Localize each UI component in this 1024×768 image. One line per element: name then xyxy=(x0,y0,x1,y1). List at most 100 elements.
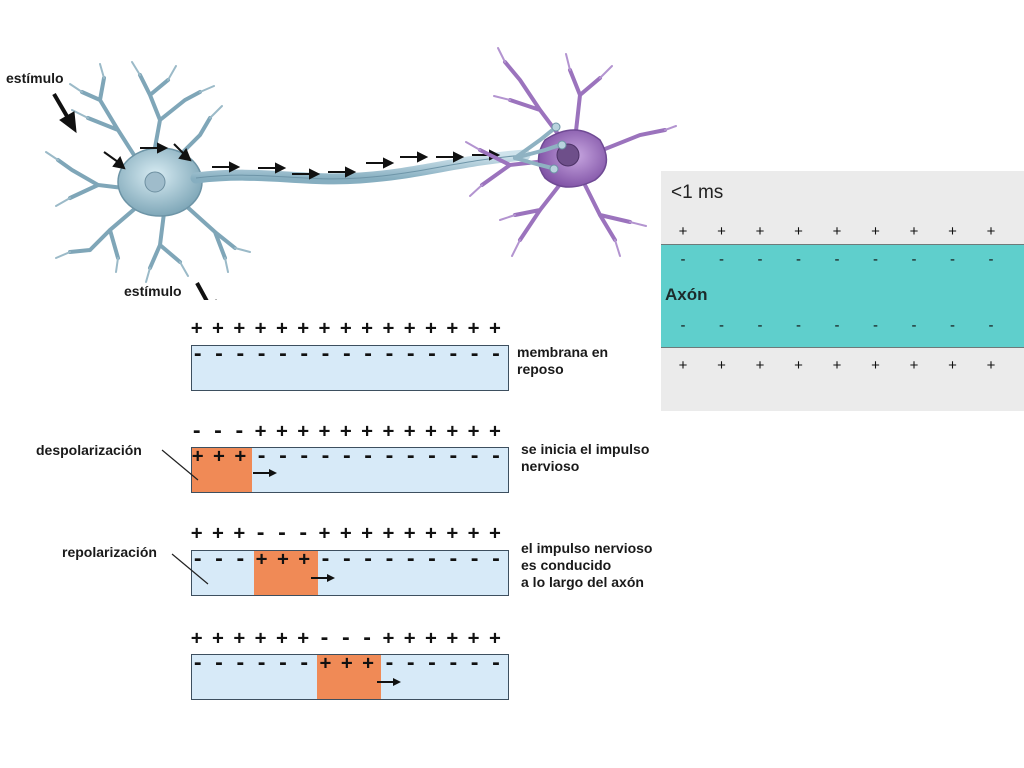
negative-charge: - xyxy=(191,420,203,442)
positive-charge: + xyxy=(255,548,268,570)
positive-charge: + xyxy=(871,357,880,374)
depolarization-pointer xyxy=(161,449,199,481)
arrow xyxy=(292,168,321,180)
stimulus-label-top: estímulo xyxy=(6,70,64,86)
positive-charge: + xyxy=(794,357,803,374)
arrow xyxy=(103,151,126,170)
negative-charge: - xyxy=(234,652,247,674)
positive-charge: + xyxy=(755,223,765,240)
positive-charge: + xyxy=(986,357,996,374)
negative-charge: - xyxy=(255,445,268,467)
negative-charge: - xyxy=(950,251,955,268)
time-label: <1 ms xyxy=(671,182,724,203)
stimulus-arrow-bottom xyxy=(195,282,217,300)
negative-charge: - xyxy=(383,548,396,570)
positive-charge: + xyxy=(382,522,395,544)
positive-charge: + xyxy=(986,223,996,240)
negative-charge: - xyxy=(362,343,374,365)
arrow xyxy=(400,151,429,163)
neuron1-fine-branches xyxy=(45,61,251,283)
positive-charge: + xyxy=(340,317,352,339)
positive-charge: + xyxy=(717,223,726,240)
positive-charge: + xyxy=(318,522,331,544)
positive-charge: + xyxy=(489,522,501,544)
negative-charge: - xyxy=(988,317,994,334)
negative-charge: - xyxy=(447,652,460,674)
negative-charge: - xyxy=(192,343,204,365)
negative-charge: - xyxy=(757,317,763,334)
positive-charge: + xyxy=(340,522,352,544)
positive-charge: + xyxy=(191,317,203,339)
arrow xyxy=(328,166,357,178)
positive-charge: + xyxy=(318,420,331,442)
positive-charge: + xyxy=(948,223,957,240)
arrow xyxy=(173,143,192,162)
negative-charge: - xyxy=(361,627,373,649)
positive-charge: + xyxy=(467,627,480,649)
neuron2-nucleus xyxy=(556,143,580,167)
arrow xyxy=(436,151,465,163)
negative-charge: - xyxy=(277,343,289,365)
positive-charge: + xyxy=(254,627,267,649)
negative-charge: - xyxy=(468,445,481,467)
negative-charge: - xyxy=(757,251,763,268)
negative-charge: - xyxy=(383,652,396,674)
repolarization-pointer xyxy=(171,553,209,585)
positive-charge: + xyxy=(425,420,437,442)
negative-charge: - xyxy=(950,317,955,334)
negative-charge: - xyxy=(298,652,310,674)
arrow xyxy=(140,142,169,154)
negative-charge: - xyxy=(340,627,352,649)
arrow xyxy=(366,157,395,169)
negative-charge: - xyxy=(341,343,353,365)
strip4-depolarized-region xyxy=(317,655,381,699)
positive-charge: + xyxy=(191,522,203,544)
neuron1-nucleus xyxy=(144,171,166,193)
negative-charge: - xyxy=(319,343,332,365)
positive-charge: + xyxy=(212,317,224,339)
negative-charge: - xyxy=(447,548,460,570)
positive-charge: + xyxy=(425,627,437,649)
strip2-description: se inicia el impulso nervioso xyxy=(521,441,649,475)
negative-charge: - xyxy=(405,445,417,467)
positive-charge: + xyxy=(361,317,373,339)
positive-charge: + xyxy=(276,420,288,442)
negative-charge: - xyxy=(213,652,225,674)
strip3-arrow xyxy=(311,574,335,582)
arrow xyxy=(258,162,287,174)
negative-charge: - xyxy=(319,548,332,570)
negative-charge: - xyxy=(341,445,353,467)
strip2-depolarized-region xyxy=(192,448,252,492)
negative-charge: - xyxy=(719,251,724,268)
positive-charge: + xyxy=(832,357,842,374)
negative-charge: - xyxy=(383,445,396,467)
negative-charge: - xyxy=(405,343,417,365)
strip1-membrane: --------------- xyxy=(191,343,509,391)
positive-charge: + xyxy=(755,357,765,374)
strip3-description-line1: el impulso nervioso xyxy=(521,540,653,556)
positive-charge: + xyxy=(340,420,352,442)
axon-charge-panel: <1 ms Axón +++++++++------------------++… xyxy=(661,171,1024,411)
positive-charge: + xyxy=(382,420,395,442)
positive-charge: + xyxy=(212,627,224,649)
strip2-arrow xyxy=(253,469,277,477)
positive-charge: + xyxy=(446,420,459,442)
positive-charge: + xyxy=(361,522,373,544)
negative-charge: - xyxy=(383,343,396,365)
negative-charge: - xyxy=(254,522,267,544)
positive-charge: + xyxy=(446,317,459,339)
negative-charge: - xyxy=(468,652,481,674)
positive-charge: + xyxy=(717,357,726,374)
axon-label: Axón xyxy=(665,285,708,304)
positive-charge: + xyxy=(467,317,480,339)
negative-charge: - xyxy=(362,548,374,570)
strip3-description-line2: es conducido xyxy=(521,557,612,573)
positive-charge: + xyxy=(341,652,353,674)
positive-charge: + xyxy=(489,420,501,442)
negative-charge: - xyxy=(834,317,840,334)
negative-charge: - xyxy=(468,343,481,365)
negative-charge: - xyxy=(297,522,309,544)
positive-charge: + xyxy=(318,317,331,339)
positive-charge: + xyxy=(425,522,437,544)
negative-charge: - xyxy=(426,548,438,570)
